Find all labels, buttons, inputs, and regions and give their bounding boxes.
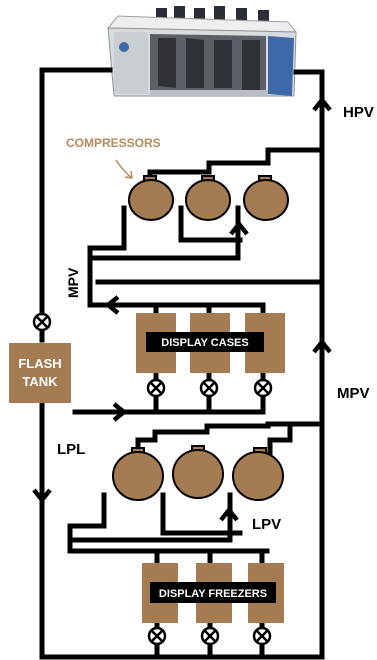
mpv-label-left: MPV xyxy=(65,267,81,298)
expansion-valve-icon xyxy=(146,378,166,398)
expansion-valve-icon xyxy=(147,626,167,646)
display-cases-label: DISPLAY CASES xyxy=(161,337,248,349)
flash-tank-label-line2: TANK xyxy=(22,374,58,389)
expansion-valve-icon xyxy=(252,626,272,646)
condenser-unit-icon xyxy=(106,6,298,97)
lpv-label: LPV xyxy=(252,516,281,533)
mpv-label-right: MPV xyxy=(337,385,370,402)
flash-tank-label-line1: FLASH xyxy=(18,356,61,371)
compressors-pointer xyxy=(115,159,133,179)
flash-tank: FLASH TANK xyxy=(9,343,71,403)
display-freezers-label: DISPLAY FREEZERS xyxy=(159,588,267,600)
compressor-icon xyxy=(112,445,284,501)
display-freezers: DISPLAY FREEZERS xyxy=(142,563,284,623)
expansion-valve-icon xyxy=(200,626,220,646)
compressors-label: COMPRESSORS xyxy=(66,136,161,150)
flow-arrow-icon xyxy=(32,96,332,522)
display-cases: DISPLAY CASES xyxy=(136,313,285,373)
hpv-label: HPV xyxy=(343,104,374,121)
expansion-valve-icon xyxy=(32,312,52,332)
expansion-valve-icon xyxy=(253,378,273,398)
compressor-icon xyxy=(128,175,289,221)
lpl-label: LPL xyxy=(57,441,85,458)
expansion-valve-icon xyxy=(199,378,219,398)
